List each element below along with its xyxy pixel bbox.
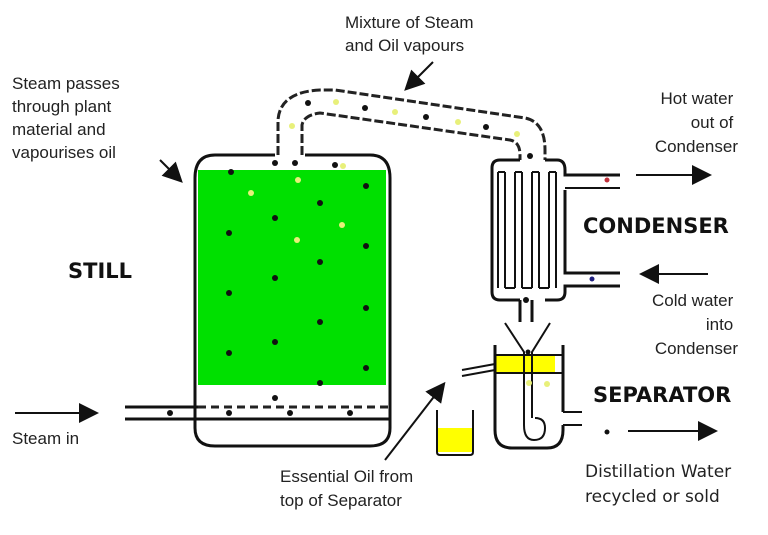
still-vessel [125,153,392,448]
steam-in-label: Steam in [12,429,79,448]
separator-heading: SEPARATOR [593,383,731,407]
arrow-diagonal-icon [384,381,446,461]
steam-particles [167,160,369,416]
condenser [490,158,620,322]
oil-beaker [436,410,474,456]
hot-water-label: Hot water out of Condenser [655,89,739,156]
still-heading: STILL [68,259,132,283]
mixture-label: Mixture of Steam and Oil vapours [345,13,478,55]
cold-water-label: Cold water into Condenser [652,291,738,358]
distillation-water-label: Distillation Water recycled or sold [585,462,737,507]
arrow-diagonal-icon [404,61,434,91]
separator [461,322,610,450]
arrow-diagonal-icon [159,159,183,183]
steam-passes-label: Steam passes through plant material and … [12,74,124,162]
essential-oil-label: Essential Oil from top of Separator [280,467,418,510]
condenser-heading: CONDENSER [583,214,729,238]
plant-material [198,170,386,385]
vapour-pipe [276,88,547,160]
